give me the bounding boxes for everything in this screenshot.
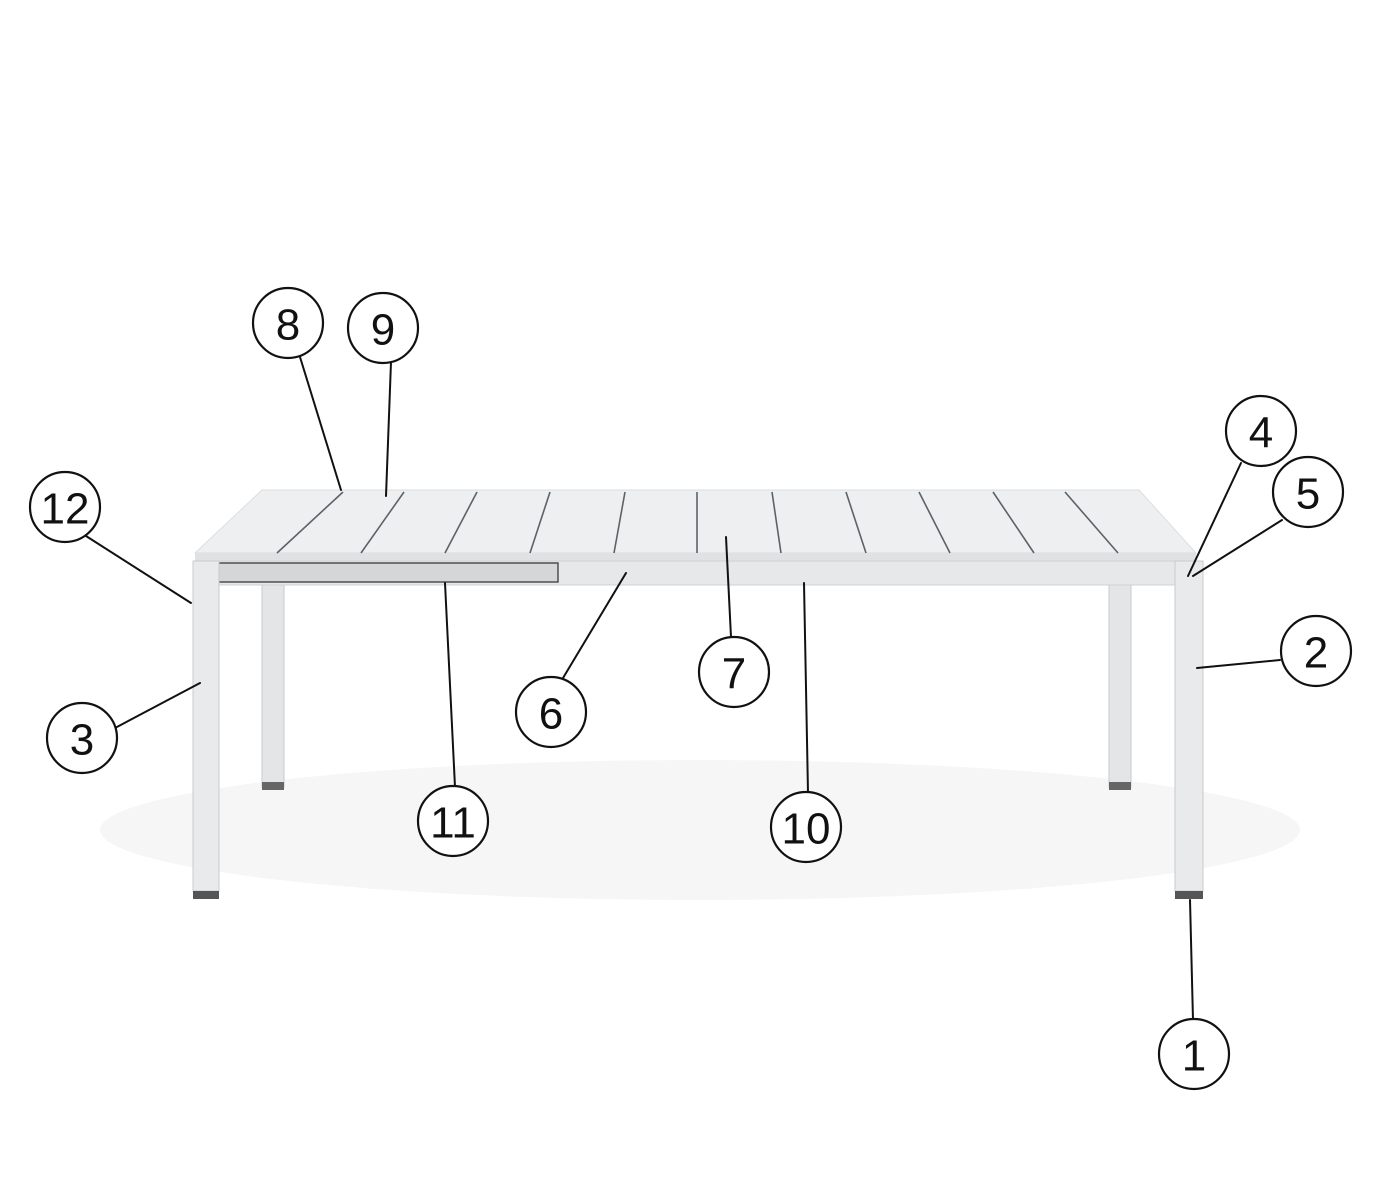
callout-10-circle — [769, 790, 843, 864]
table-top — [193, 489, 1198, 554]
back-right-leg — [1108, 581, 1132, 788]
table-illustration — [100, 489, 1300, 900]
callout-7: 7 — [697, 635, 771, 709]
leader-lines — [85, 356, 1283, 1021]
front-left-leg — [192, 560, 220, 892]
callout-2-number: 2 — [1304, 629, 1328, 678]
callout-9-number: 9 — [371, 306, 395, 355]
callout-3-circle — [45, 701, 119, 775]
slat-lines — [276, 491, 1119, 554]
callout-2: 2 — [1279, 614, 1353, 688]
callout-6: 6 — [514, 675, 588, 749]
callout-9: 9 — [346, 291, 420, 365]
table-top-edge — [195, 553, 1196, 561]
callout-12-number: 12 — [41, 485, 90, 534]
leader-10 — [803, 582, 809, 794]
callout-7-circle — [697, 635, 771, 709]
callout-6-number: 6 — [539, 690, 563, 739]
callout-4-number: 4 — [1249, 409, 1273, 458]
callout-9-circle — [346, 291, 420, 365]
back-left-leg — [261, 581, 285, 788]
floor-shadow — [100, 760, 1300, 900]
leader-7 — [725, 536, 732, 638]
callout-8-number: 8 — [276, 301, 300, 350]
callout-2-circle — [1279, 614, 1353, 688]
leader-2 — [1196, 659, 1281, 669]
callout-5: 5 — [1271, 455, 1345, 529]
callout-5-circle — [1271, 455, 1345, 529]
leader-9 — [385, 361, 392, 497]
callout-10: 10 — [769, 790, 843, 864]
extension-apron — [217, 562, 559, 583]
callout-4: 4 — [1224, 394, 1298, 468]
callout-1-number: 1 — [1182, 1032, 1206, 1081]
callout-11-number: 11 — [430, 799, 476, 848]
callout-8-circle — [251, 286, 325, 360]
callout-1-circle — [1157, 1017, 1231, 1091]
callout-3: 3 — [45, 701, 119, 775]
leader-4 — [1187, 462, 1242, 577]
leader-6 — [562, 572, 627, 679]
callout-4-circle — [1224, 394, 1298, 468]
callout-12: 12 — [28, 470, 102, 544]
leader-11 — [444, 582, 456, 788]
callout-11: 11 — [416, 784, 490, 858]
callout-12-circle — [28, 470, 102, 544]
callout-3-number: 3 — [70, 716, 94, 765]
leader-5 — [1192, 519, 1283, 577]
leader-1 — [1189, 899, 1194, 1021]
callout-5-number: 5 — [1296, 470, 1320, 519]
callout-11-circle — [416, 784, 490, 858]
front-right-leg — [1174, 560, 1204, 892]
callout-6-circle — [514, 675, 588, 749]
callout-7-number: 7 — [722, 650, 746, 699]
callout-1: 1 — [1157, 1017, 1231, 1091]
leader-8 — [299, 356, 342, 491]
leader-12 — [85, 535, 192, 604]
callout-8: 8 — [251, 286, 325, 360]
callout-10-number: 10 — [782, 805, 831, 854]
leader-3 — [114, 682, 201, 729]
